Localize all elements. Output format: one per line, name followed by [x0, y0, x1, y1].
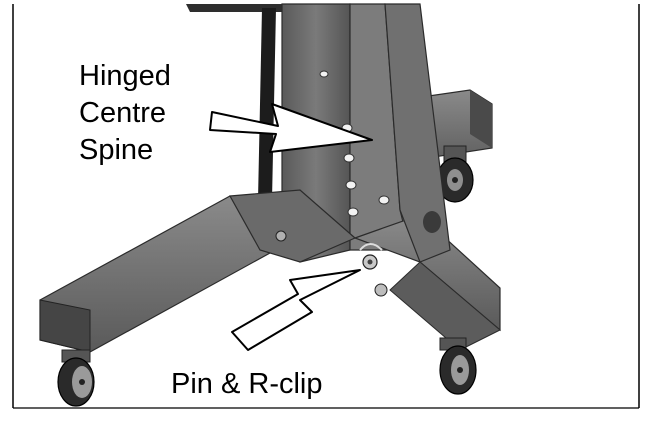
pin-arrow: [231, 269, 361, 351]
spine-callout-line-3: Spine: [79, 134, 154, 166]
pin-callout: Pin & R-clip: [171, 368, 323, 400]
spine-callout: Hinged Centre Spine: [79, 58, 171, 169]
spine-arrow: [209, 103, 373, 153]
upright-hole: [423, 211, 441, 233]
centre-junction: [229, 189, 357, 263]
spine-callout-line-1: Hinged: [79, 60, 171, 92]
rear-caster: [436, 145, 474, 203]
front-left-caster: [57, 349, 95, 407]
rear-leg-end: [470, 90, 492, 148]
spine-callout-line-2: Centre: [79, 97, 167, 129]
front-right-caster: [439, 337, 477, 395]
right-upright: [384, 3, 451, 263]
pin-and-clip: [275, 230, 388, 297]
